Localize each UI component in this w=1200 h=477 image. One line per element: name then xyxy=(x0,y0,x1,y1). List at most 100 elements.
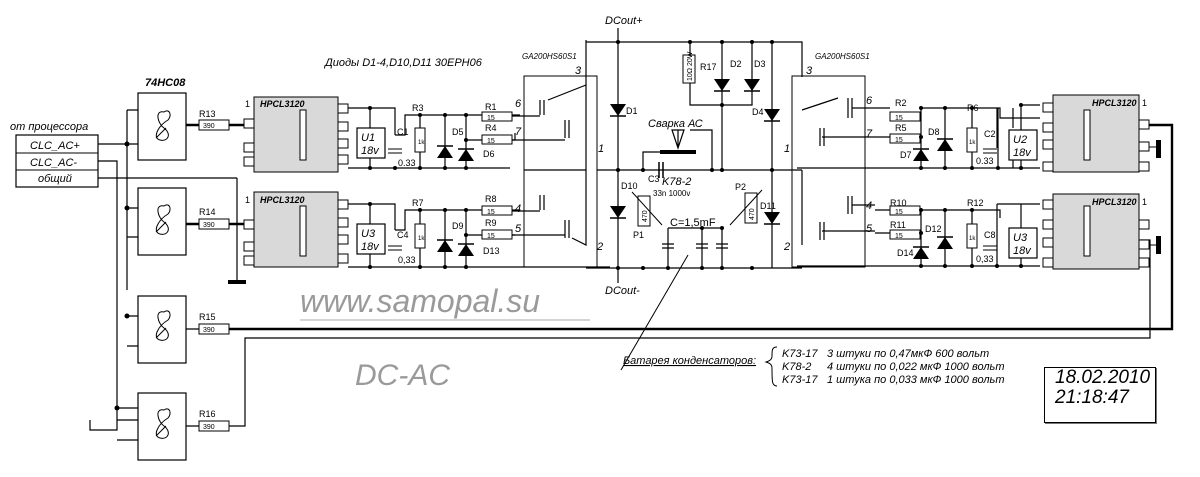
igbt-module-left: GA200HS60S1 3 6 7 1 4 5 2 xyxy=(512,40,604,268)
resistor-r14: R14 390 xyxy=(198,207,230,230)
svg-text:K78-2: K78-2 xyxy=(782,361,811,373)
svg-text:R15: R15 xyxy=(199,312,216,322)
svg-text:2: 2 xyxy=(596,241,603,253)
driver-ic-right-bottom: HPCL3120 1 xyxy=(1042,193,1161,270)
svg-text:4: 4 xyxy=(866,200,872,212)
svg-text:10Ω 20W: 10Ω 20W xyxy=(687,51,694,81)
svg-text:D13: D13 xyxy=(483,246,500,256)
svg-text:R9: R9 xyxy=(485,218,497,228)
svg-text:C4: C4 xyxy=(397,230,409,240)
svg-text:D4: D4 xyxy=(752,107,764,117)
svg-text:HPCL3120: HPCL3120 xyxy=(1092,197,1137,207)
svg-text:5: 5 xyxy=(866,223,873,235)
pin-common: общий xyxy=(38,173,72,185)
and-gate-3 xyxy=(137,295,187,364)
svg-text:1k: 1k xyxy=(418,236,425,242)
svg-text:15: 15 xyxy=(487,209,495,216)
pin-clc-ac-plus: CLC_AC+ xyxy=(30,140,80,152)
svg-text:15: 15 xyxy=(487,138,495,145)
svg-text:R14: R14 xyxy=(199,207,216,217)
resistor-r16: R16 390 xyxy=(198,409,230,432)
logic-chip-label: 74HC08 xyxy=(145,77,186,89)
svg-text:R2: R2 xyxy=(895,98,907,108)
svg-text:18v: 18v xyxy=(1013,245,1032,257)
svg-text:D8: D8 xyxy=(928,127,940,137)
svg-text:D11: D11 xyxy=(760,201,776,211)
svg-text:15: 15 xyxy=(895,137,903,144)
svg-text:18v: 18v xyxy=(361,241,380,253)
svg-text:4: 4 xyxy=(515,203,521,215)
svg-text:1: 1 xyxy=(784,143,790,155)
svg-text:D12: D12 xyxy=(925,224,942,234)
svg-text:R17: R17 xyxy=(700,62,717,72)
svg-text:GA200HS60S1: GA200HS60S1 xyxy=(522,52,577,61)
svg-text:K73-17: K73-17 xyxy=(782,374,818,386)
svg-text:1k: 1k xyxy=(969,140,976,146)
svg-text:D1: D1 xyxy=(626,106,638,116)
svg-text:3 штуки по 0,47мкФ 600 вольт: 3 штуки по 0,47мкФ 600 вольт xyxy=(827,348,989,360)
svg-text:R10: R10 xyxy=(890,198,907,208)
svg-text:D14: D14 xyxy=(897,248,914,258)
center-bridge: DCout+ DCout- D1 D2 D3 D4 D10 D11 10Ω 20… xyxy=(586,15,803,371)
svg-text:7: 7 xyxy=(866,128,873,140)
svg-text:C1: C1 xyxy=(397,127,409,137)
svg-text:HPCL3120: HPCL3120 xyxy=(260,195,305,205)
diagram-title: DC-AC xyxy=(355,359,450,392)
diodes-note: Диоды D1-4,D10,D11 30EPH06 xyxy=(323,57,483,69)
svg-text:Батарея конденсаторов:: Батарея конденсаторов: xyxy=(623,355,756,367)
svg-text:P2: P2 xyxy=(735,182,746,192)
timestamp-box: 18.02.2010 21:18:47 xyxy=(1044,367,1156,423)
svg-text:15: 15 xyxy=(895,233,903,240)
svg-text:5: 5 xyxy=(515,223,522,235)
svg-text:R5: R5 xyxy=(895,123,907,133)
svg-text:GA200HS60S1: GA200HS60S1 xyxy=(815,52,870,61)
svg-text:1: 1 xyxy=(245,99,250,109)
svg-text:U2: U2 xyxy=(1013,134,1027,146)
svg-text:1k: 1k xyxy=(969,236,976,242)
svg-text:R12: R12 xyxy=(967,198,984,208)
svg-text:K73-17: K73-17 xyxy=(782,348,818,360)
connector-heading: от процессора xyxy=(10,121,88,133)
svg-text:1 штука по 0,033 мкФ 1000 воль: 1 штука по 0,033 мкФ 1000 вольт xyxy=(827,374,1005,386)
svg-text:0,33: 0,33 xyxy=(976,254,994,264)
svg-text:1: 1 xyxy=(1142,197,1147,207)
and-gate-1 xyxy=(137,92,187,161)
svg-text:R8: R8 xyxy=(485,194,497,204)
svg-text:7: 7 xyxy=(515,126,522,138)
igbt-module-right: GA200HS60S1 3 6 7 1 4 5 2 xyxy=(783,52,875,268)
svg-text:D6: D6 xyxy=(483,149,495,159)
timestamp-date: 18.02.2010 xyxy=(1055,367,1151,388)
svg-text:15: 15 xyxy=(487,115,495,122)
svg-text:390: 390 xyxy=(203,424,215,431)
svg-text:U3: U3 xyxy=(1013,232,1028,244)
svg-text:HPCL3120: HPCL3120 xyxy=(260,99,305,109)
svg-text:R7: R7 xyxy=(412,198,424,208)
resistor-r13: R13 390 xyxy=(198,109,230,131)
svg-text:390: 390 xyxy=(203,327,215,334)
svg-text:1: 1 xyxy=(598,143,604,155)
svg-text:4 штуки по 0,022 мкФ 1000 воль: 4 штуки по 0,022 мкФ 1000 вольт xyxy=(827,361,1005,373)
svg-text:C2: C2 xyxy=(984,129,996,139)
svg-text:6: 6 xyxy=(515,98,522,110)
svg-text:R4: R4 xyxy=(485,123,497,133)
svg-text:C3: C3 xyxy=(648,174,660,184)
driver-ic-left-top: HPCL3120 1 xyxy=(243,96,349,173)
svg-text:D3: D3 xyxy=(754,59,766,69)
svg-text:33n 1000v: 33n 1000v xyxy=(653,189,690,198)
svg-text:15: 15 xyxy=(895,115,903,122)
and-gate-2 xyxy=(137,187,187,256)
svg-text:D5: D5 xyxy=(452,127,464,137)
svg-text:390: 390 xyxy=(203,222,215,229)
svg-text:1k: 1k xyxy=(418,140,425,146)
and-gate-4 xyxy=(137,392,187,461)
svg-text:390: 390 xyxy=(203,123,215,130)
svg-text:D9: D9 xyxy=(452,221,464,231)
svg-text:R3: R3 xyxy=(412,103,424,113)
svg-text:1: 1 xyxy=(245,195,250,205)
svg-text:18v: 18v xyxy=(1013,147,1032,159)
svg-text:R1: R1 xyxy=(485,102,497,112)
svg-text:HPCL3120: HPCL3120 xyxy=(1092,98,1137,108)
